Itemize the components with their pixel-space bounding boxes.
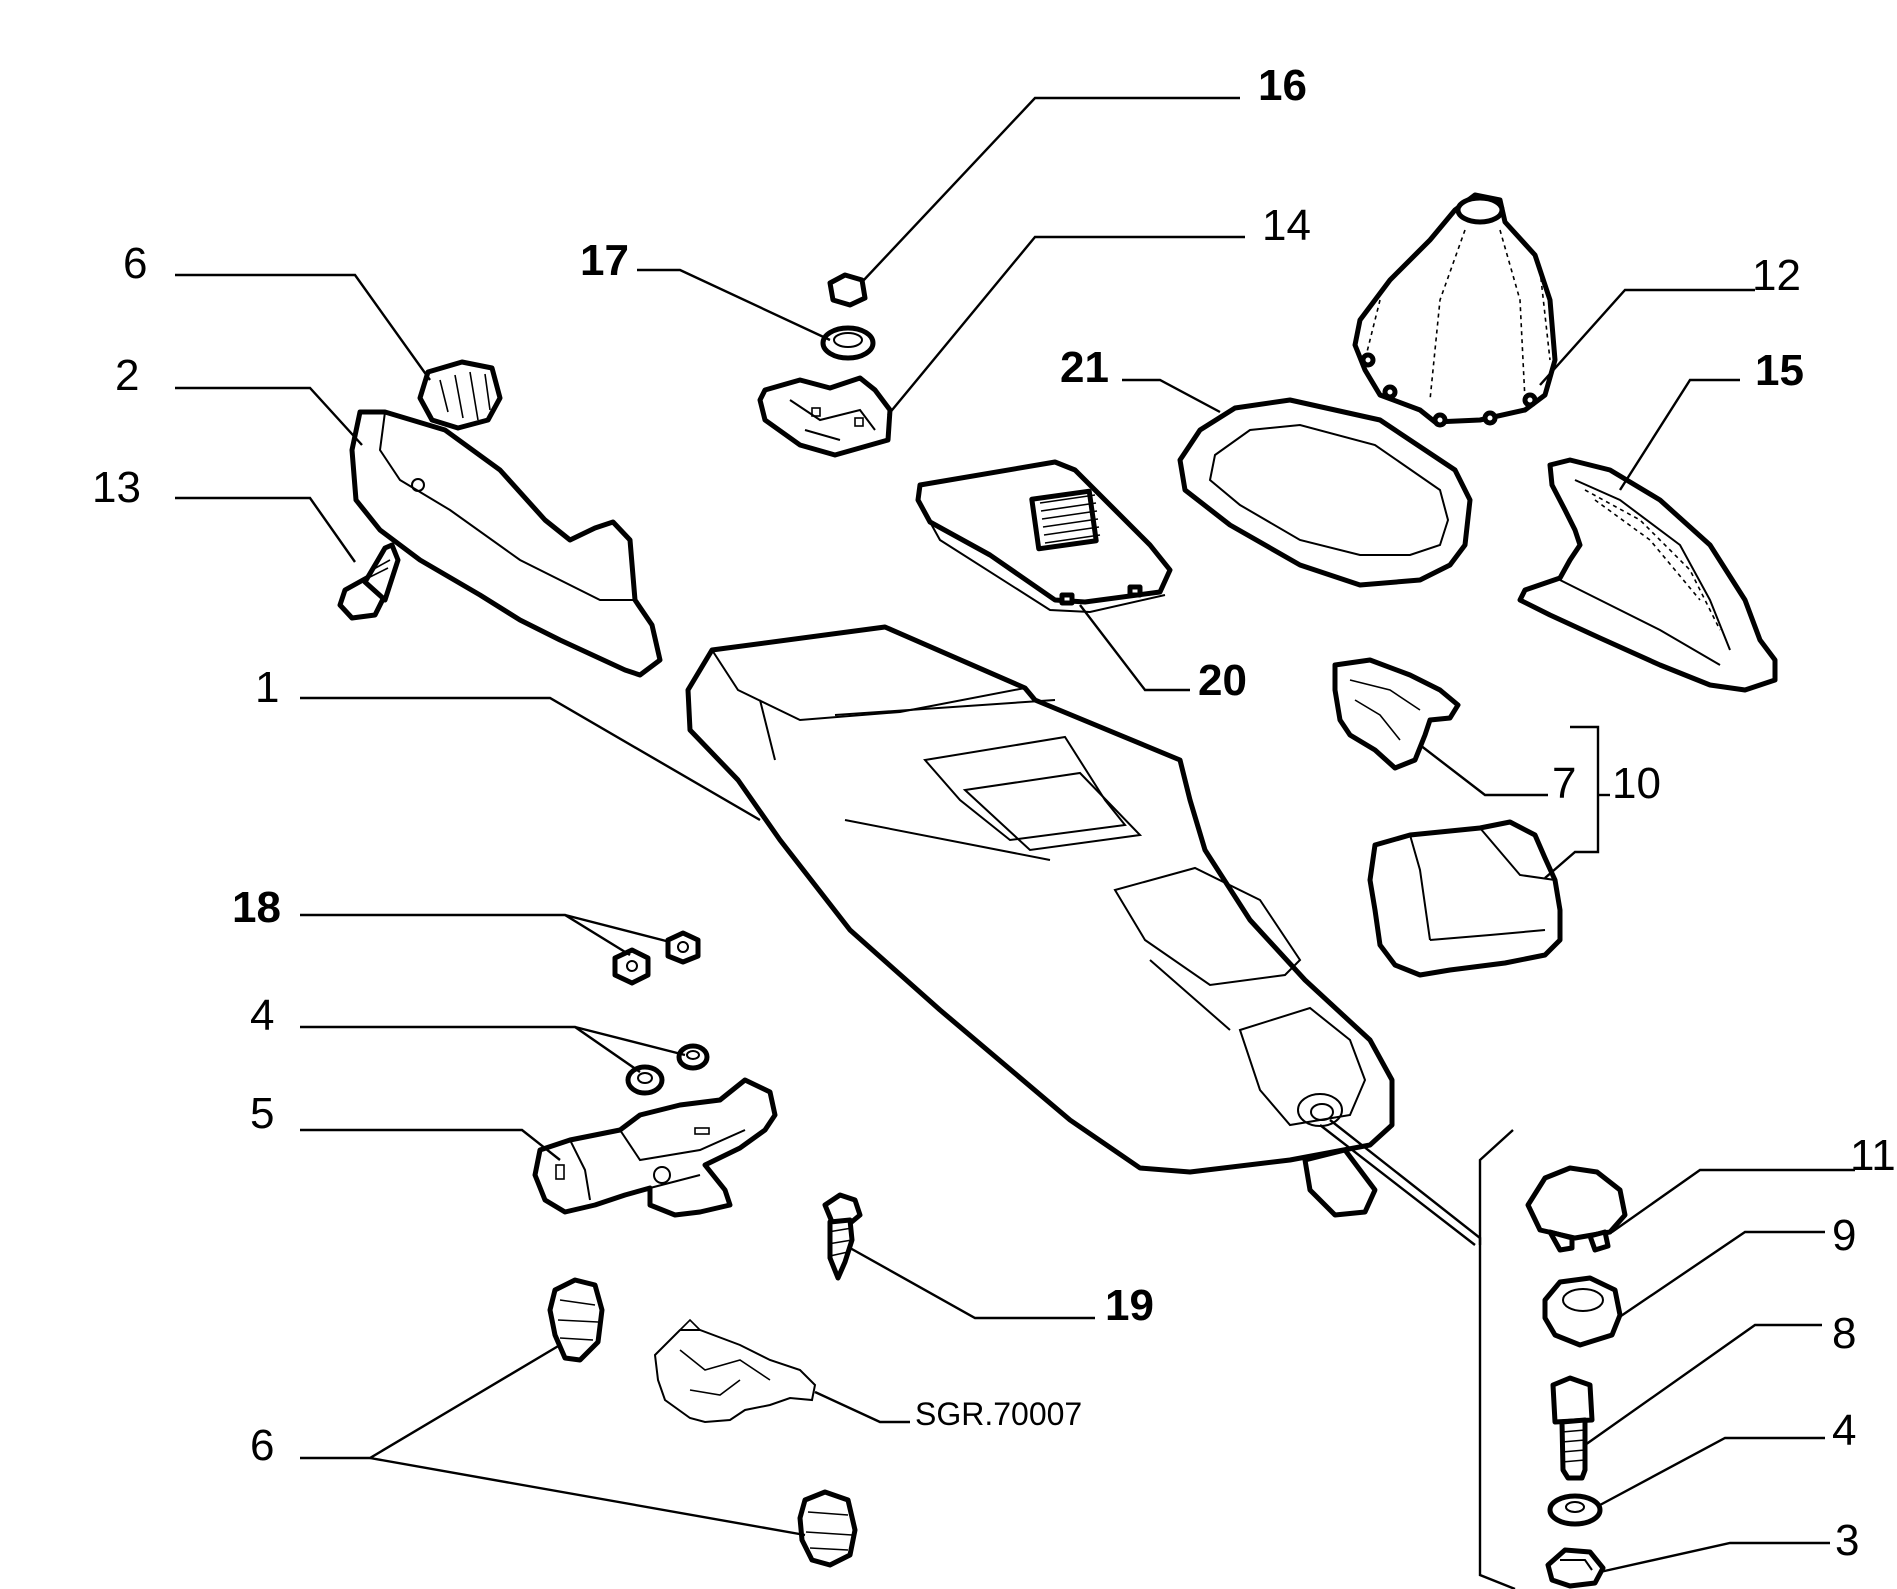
part-7-pad [1332, 657, 1461, 771]
label-6-top: 6 [123, 239, 147, 288]
part-17-washer [820, 325, 876, 361]
leader-lines [175, 96, 1855, 1589]
part-14-bracket [757, 375, 893, 458]
label-4-left: 4 [250, 991, 274, 1040]
part-20-cover-plate [915, 459, 1173, 614]
label-15: 15 [1755, 346, 1804, 395]
label-1: 1 [255, 663, 279, 712]
part-2-side-panel [349, 409, 663, 678]
part-11-cap [1525, 1165, 1628, 1253]
part-19-screw [822, 1192, 863, 1281]
part-9-grommet [1542, 1275, 1623, 1348]
label-17: 17 [580, 236, 629, 285]
part-18-nut-b [665, 930, 701, 965]
label-3: 3 [1835, 1516, 1859, 1565]
part-8-bolt [1550, 1375, 1595, 1481]
part-4-nut-b [676, 1043, 710, 1071]
part-21-frame [1177, 397, 1473, 588]
label-7: 7 [1552, 759, 1576, 808]
label-sgr-code: SGR.70007 [915, 1396, 1082, 1432]
part-6-clip-top [417, 359, 503, 431]
part-12-gear-boot [1352, 192, 1558, 428]
label-4-right: 4 [1832, 1406, 1856, 1455]
label-5: 5 [250, 1089, 274, 1138]
label-18: 18 [232, 883, 281, 932]
part-4-washer-right [1547, 1493, 1603, 1527]
label-14: 14 [1262, 201, 1311, 250]
part-1-center-console [685, 624, 1395, 1218]
part-16-nut [827, 272, 868, 308]
label-12: 12 [1752, 251, 1801, 300]
part-15-shift-gate [1517, 457, 1778, 693]
part-sgr-bracket [653, 1318, 817, 1424]
part-labels: 16 17 14 6 2 13 21 12 15 20 1 7 10 18 4 … [92, 61, 1896, 1565]
part-10-armrest [1367, 819, 1563, 978]
label-19: 19 [1105, 1281, 1154, 1330]
part-6-clip-lower-a [547, 1277, 605, 1363]
label-13: 13 [92, 463, 141, 512]
label-8: 8 [1832, 1309, 1856, 1358]
label-20: 20 [1198, 656, 1247, 705]
part-4-nut-a [625, 1064, 665, 1096]
label-21: 21 [1060, 343, 1109, 392]
label-6-lower: 6 [250, 1421, 274, 1470]
label-9: 9 [1832, 1211, 1856, 1260]
part-5-bracket [532, 1077, 778, 1218]
label-11: 11 [1850, 1131, 1896, 1180]
part-3-nut [1545, 1547, 1606, 1589]
part-13-screw [337, 542, 401, 621]
label-10: 10 [1612, 759, 1661, 808]
part-6-clip-lower-b [797, 1489, 858, 1568]
label-16: 16 [1258, 61, 1307, 110]
part-18-nut-a [612, 947, 651, 986]
label-2: 2 [115, 351, 139, 400]
